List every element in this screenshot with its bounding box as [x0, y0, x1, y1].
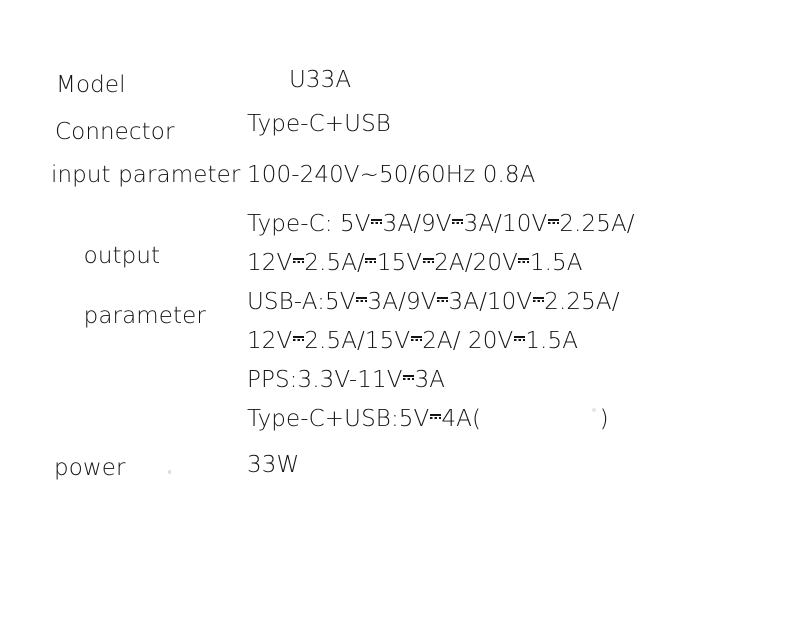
- output-parameter-text: Type-C+USB:5V: [247, 406, 430, 432]
- output-parameter-text: 3A/10V: [463, 211, 548, 237]
- output-parameter-line: Type-C+USB:5V 4A( ): [247, 402, 635, 441]
- output-parameter-line: Type-C: 5V 3A/9V 3A/10V 2.25A/: [247, 207, 635, 246]
- row-label-model: Model: [56, 72, 126, 98]
- row-label-power: power: [54, 455, 126, 481]
- output-parameter-text: 2.5A/: [304, 250, 365, 276]
- row-value-output-parameter: Type-C: 5V 3A/9V 3A/10V 2.25A/12V 2.5A/15V 2A…: [247, 207, 635, 441]
- direct-current-icon: [517, 247, 530, 270]
- direct-current-icon: [370, 208, 383, 231]
- row-value-model: U33A: [289, 67, 352, 93]
- output-parameter-text: 2.25A/: [544, 289, 620, 315]
- direct-current-icon: [402, 364, 415, 387]
- direct-current-icon: [422, 247, 435, 270]
- output-parameter-line: 12V 2.5A/15V 2A/20V 1.5A: [247, 246, 635, 285]
- output-parameter-text: 3A/9V: [382, 211, 452, 237]
- direct-current-icon: [364, 247, 377, 270]
- scan-artifact-dot: [168, 470, 171, 474]
- row-value-power: 33W: [247, 452, 300, 478]
- output-parameter-text: 12V: [247, 250, 293, 276]
- direct-current-icon: [429, 403, 442, 426]
- direct-current-icon: [513, 325, 526, 348]
- output-parameter-line: USB-A:5V 3A/9V 3A/10V 2.25A/: [247, 285, 635, 324]
- output-parameter-text: 2A/ 20V: [422, 328, 514, 354]
- direct-current-icon: [451, 208, 464, 231]
- output-parameter-text: 1.5A: [525, 328, 579, 354]
- row-label-output-parameter-line2: parameter: [83, 303, 206, 329]
- output-parameter-text: PPS:3.3V-11V: [247, 367, 403, 393]
- row-value-input-parameter: 100-240V~50/60Hz 0.8A: [247, 162, 536, 188]
- direct-current-icon: [410, 325, 423, 348]
- output-parameter-text: 2.5A/15V: [304, 328, 411, 354]
- output-parameter-text: ): [481, 406, 609, 432]
- output-parameter-text: 12V: [247, 328, 293, 354]
- row-label-output-parameter-line1: output: [83, 243, 161, 269]
- direct-current-icon: [292, 325, 305, 348]
- row-value-connector: Type-C+USB: [247, 111, 391, 137]
- output-parameter-text: 2.25A/: [559, 211, 635, 237]
- output-parameter-text: 1.5A: [529, 250, 583, 276]
- output-parameter-text: 3A: [414, 367, 446, 393]
- output-parameter-line: PPS:3.3V-11V 3A: [247, 363, 635, 402]
- output-parameter-text: 3A/9V: [367, 289, 437, 315]
- direct-current-icon: [355, 286, 368, 309]
- output-parameter-text: 15V: [376, 250, 423, 276]
- output-parameter-text: USB-A:5V: [247, 289, 356, 315]
- direct-current-icon: [547, 208, 560, 231]
- direct-current-icon: [436, 286, 449, 309]
- output-parameter-text: 4A(: [441, 406, 482, 432]
- output-parameter-text: Type-C: 5V: [247, 211, 371, 237]
- row-label-connector: Connector: [55, 119, 175, 145]
- output-parameter-text: 2A/20V: [434, 250, 518, 276]
- direct-current-icon: [292, 247, 305, 270]
- direct-current-icon: [532, 286, 545, 309]
- output-parameter-line: 12V 2.5A/15V 2A/ 20V 1.5A: [247, 324, 635, 363]
- scan-artifact-dot: [592, 408, 596, 412]
- row-label-output-parameter: output parameter: [54, 211, 234, 361]
- row-label-input-parameter: input parameter: [51, 162, 241, 188]
- output-parameter-text: 3A/10V: [448, 289, 533, 315]
